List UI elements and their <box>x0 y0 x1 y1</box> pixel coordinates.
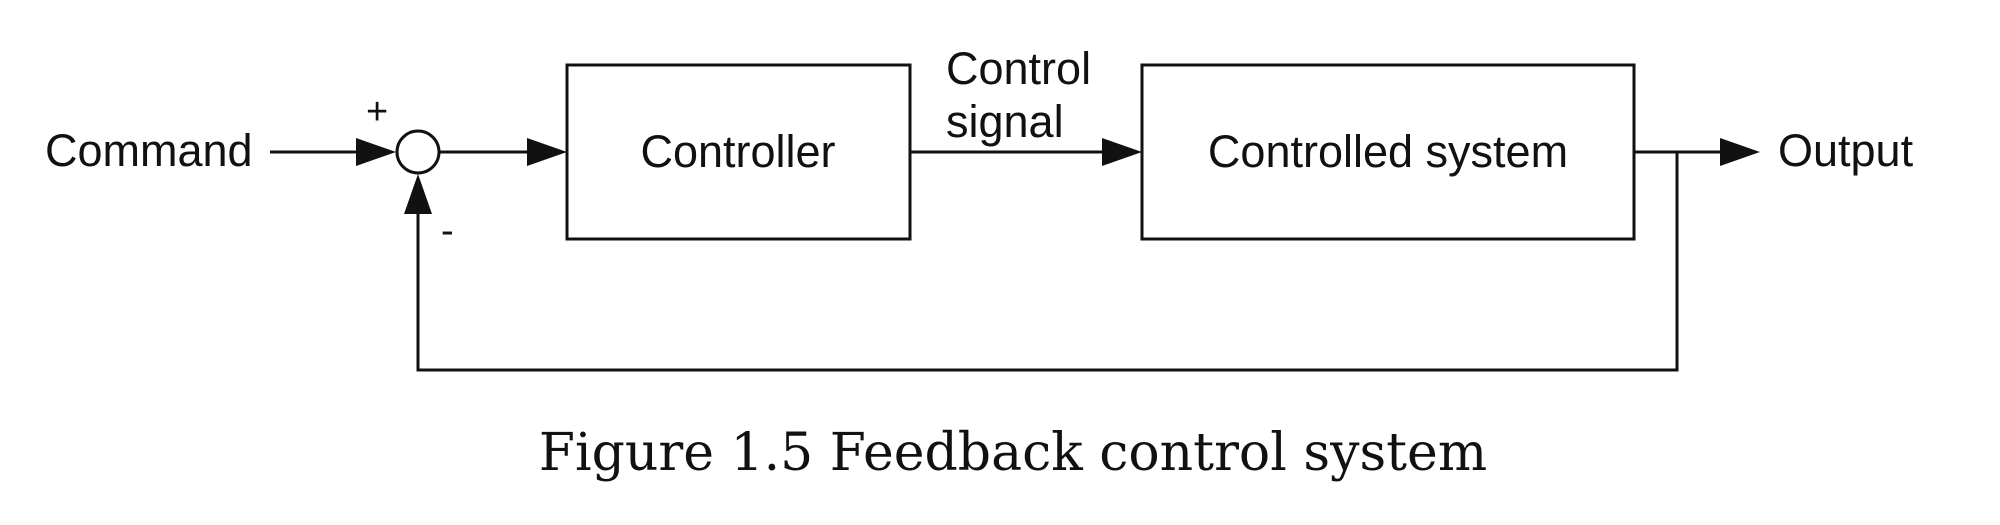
plus-sign: + <box>366 91 388 133</box>
feedback-arrowhead <box>404 174 432 214</box>
controller-label: Controller <box>640 126 835 177</box>
feedback-path <box>416 152 1679 372</box>
control-signal-label-line2: signal <box>946 96 1064 147</box>
output-arrowhead <box>1720 138 1760 166</box>
summing-junction <box>395 129 441 175</box>
control-signal-arrowhead <box>1102 138 1142 166</box>
control-signal-label-line1: Control <box>946 43 1091 94</box>
figure-caption: Figure 1.5 Feedback control system <box>539 423 1487 483</box>
controller-block <box>565 63 912 241</box>
controlled-system-label: Controlled system <box>1208 126 1568 177</box>
junction-to-controller-arrowhead <box>527 138 567 166</box>
command-label: Command <box>45 125 253 176</box>
output-label: Output <box>1778 125 1914 176</box>
controlled-system-block <box>1140 63 1636 241</box>
command-arrowhead <box>356 138 396 166</box>
minus-sign: - <box>441 210 454 252</box>
